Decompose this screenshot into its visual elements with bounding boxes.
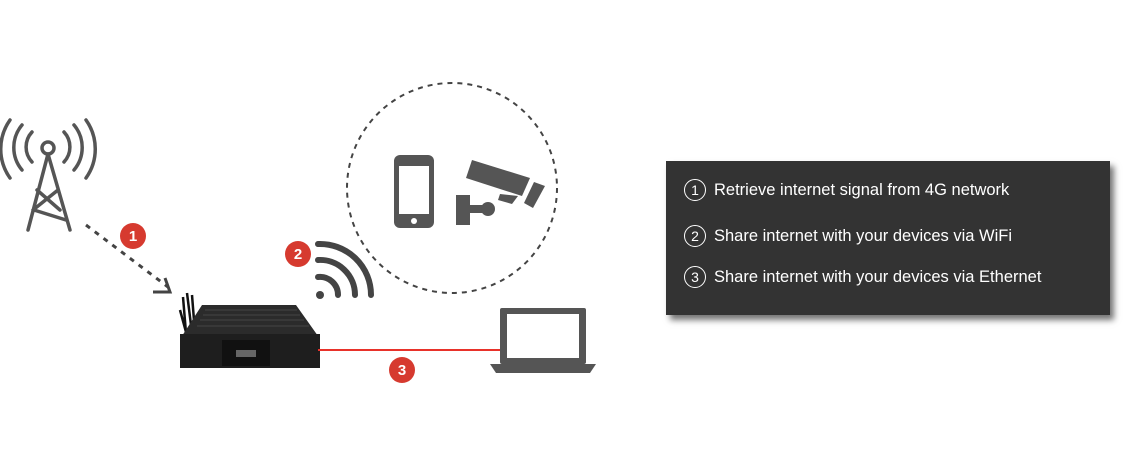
legend-item: 3 Share internet with your devices via E… [684,266,1041,288]
step-badge-1: 1 [120,223,146,249]
4g-router-device-image [178,292,320,368]
svg-text:2: 2 [294,246,302,263]
step-number: 2 [684,225,706,247]
legend-panel: 1 Retrieve internet signal from 4G netwo… [666,161,1110,315]
step-number: 1 [684,179,706,201]
legend-text: Share internet with your devices via WiF… [714,226,1013,245]
svg-text:1: 1 [129,228,137,245]
cell-tower-icon [0,118,97,232]
step-number: 3 [684,266,706,288]
security-camera-icon [456,160,545,225]
legend-text: Retrieve internet signal from 4G network [714,180,1010,199]
smartphone-icon [394,155,434,228]
legend-item: 1 Retrieve internet signal from 4G netwo… [684,179,1009,201]
client-devices-group [346,82,558,294]
laptop-icon [490,308,596,373]
legend-item: 2 Share internet with your devices via W… [684,225,1012,247]
legend-text: Share internet with your devices via Eth… [714,267,1042,286]
wifi-icon [315,240,374,299]
step-badge-2: 2 [285,241,311,267]
step-badge-3: 3 [389,357,415,383]
svg-text:3: 3 [398,362,406,379]
signal-arrow [85,223,173,294]
